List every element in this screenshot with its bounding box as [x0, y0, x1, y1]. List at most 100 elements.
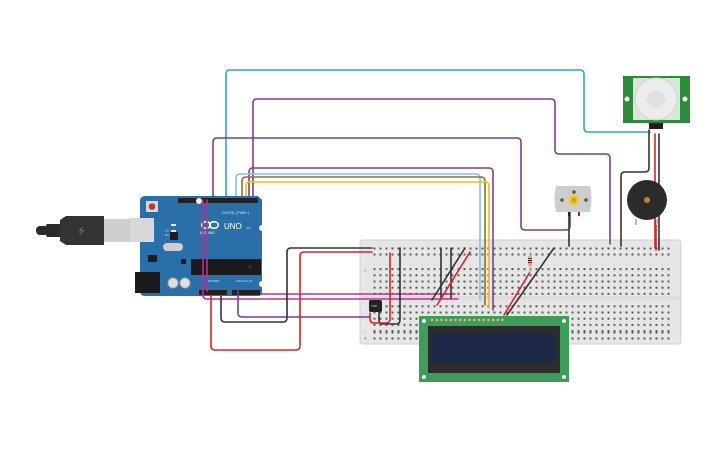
small-chip [181, 259, 186, 264]
tx-led [171, 230, 176, 232]
pir-mount-hole [624, 96, 630, 102]
piezo-buzzer[interactable] [627, 180, 667, 225]
resistor-band [528, 262, 532, 263]
resistor-band [528, 260, 532, 261]
power-header[interactable] [199, 290, 227, 295]
pir-mount-hole [682, 96, 688, 102]
wire-purple-lcd[interactable] [248, 167, 494, 311]
pir-sensor[interactable] [623, 76, 690, 129]
tmp-body [369, 300, 382, 312]
lcd-pin[interactable] [430, 318, 434, 322]
lcd-pin[interactable] [449, 318, 453, 322]
capacitor-2 [179, 277, 191, 289]
reset-button[interactable] [148, 203, 156, 210]
on-led-label: ON [246, 226, 251, 230]
motor-terminal-pos [578, 212, 580, 216]
buzzer-pin [656, 219, 658, 225]
breadboard-terminal-upper[interactable] [370, 264, 670, 295]
motor-screw [560, 198, 564, 202]
lcd-pin[interactable] [491, 318, 495, 322]
breadboard-rail-minus-label: - [364, 330, 366, 336]
analog-header-label: ANALOG IN [236, 279, 252, 283]
temperature-sensor[interactable]: TMP [369, 300, 382, 312]
mounting-hole [259, 281, 265, 287]
wire-purple-analog[interactable] [237, 289, 371, 318]
usb-cable-strain [36, 226, 48, 235]
power-header-label: POWER [208, 279, 220, 283]
lcd-pin[interactable] [435, 318, 439, 322]
wire-cyan-pir-signal[interactable] [225, 69, 651, 201]
usb-icon: ⭍ [78, 227, 85, 236]
usb-cable-neck [46, 224, 62, 237]
wire-red-diagonal-lcd[interactable] [503, 271, 531, 316]
mounting-hole [259, 225, 265, 231]
lcd-pin[interactable] [444, 318, 448, 322]
buzzer-center [644, 197, 650, 203]
wire-black-diagonal-lcd[interactable] [506, 247, 555, 316]
pir-pins [649, 123, 663, 129]
capacitor-1 [167, 277, 179, 289]
tx-label: TX [165, 229, 169, 233]
atmega-chip [191, 259, 261, 275]
l-led [171, 224, 176, 226]
resistor-band [528, 258, 532, 259]
wire-black-tmp[interactable] [378, 247, 401, 325]
lcd-pin[interactable] [496, 318, 500, 322]
lcd-pin[interactable] [486, 318, 490, 322]
lcd-pin-header[interactable] [430, 318, 505, 322]
lcd-pin[interactable] [439, 318, 443, 322]
resistor[interactable] [528, 252, 532, 274]
usb-cable[interactable]: ⭍ [36, 216, 140, 245]
breadboard-rail-plus-label: + [364, 336, 367, 342]
overlay-wires [202, 199, 239, 297]
rx-label: RX [165, 233, 169, 237]
uno-logo-text: UNO [224, 222, 242, 231]
crystal [163, 243, 183, 251]
wire-purple-buzzer[interactable] [252, 98, 611, 245]
lcd-mount-hole [562, 375, 566, 379]
breadboard-row-label: A [364, 269, 367, 273]
usb-plug-body [60, 216, 104, 245]
lcd-pin[interactable] [477, 318, 481, 322]
dc-motor[interactable] [554, 186, 592, 216]
wire-purple-motor[interactable] [212, 137, 571, 231]
wire-red-diagonal-1[interactable] [436, 251, 471, 306]
arduino-uno[interactable]: DIGITAL (PWM~) ARDUINO UNO ON TX RX POWE [130, 196, 265, 296]
arduino-usb-port-body [130, 218, 154, 242]
lcd-screen [432, 333, 556, 364]
breadboard-top-rail[interactable] [370, 244, 670, 256]
wire-black-gnd-arduino[interactable] [220, 247, 373, 323]
mounting-hole [196, 198, 202, 204]
wire-red-5v[interactable] [210, 251, 373, 351]
breadboard-center-channel [362, 296, 679, 300]
motor-screw [584, 198, 588, 202]
digital-header[interactable] [178, 198, 258, 203]
analog-header[interactable] [232, 290, 260, 295]
voltage-regulator [148, 255, 157, 262]
wire-brown-lcd[interactable] [241, 176, 486, 306]
lcd-pin[interactable] [453, 318, 458, 322]
lcd-mount-hole [422, 319, 426, 323]
wire-yellow-lcd[interactable] [245, 181, 490, 309]
wire-black-buzzer-gnd[interactable] [620, 129, 650, 247]
usb-plug-metal [104, 219, 130, 242]
lcd-pin[interactable] [482, 318, 486, 322]
lcd-pin[interactable] [468, 318, 472, 322]
lcd-16x2[interactable] [419, 316, 569, 382]
lcd-mount-hole [422, 375, 426, 379]
power-jack[interactable] [135, 272, 160, 293]
motor-shaft [572, 198, 576, 202]
lcd-pin[interactable] [472, 318, 476, 322]
wire-black-diagonal-1[interactable] [431, 247, 466, 301]
buzzer-pin [635, 219, 637, 225]
digital-header-label: DIGITAL (PWM~) [222, 211, 249, 215]
tmp-chip-text: TMP [371, 304, 377, 308]
wire-red-tmp[interactable] [369, 252, 391, 324]
lcd-pin[interactable] [458, 318, 462, 322]
motor-terminal-neg [568, 212, 570, 216]
motor-screw [572, 190, 576, 194]
lcd-pin[interactable] [500, 318, 505, 322]
pir-dome-center [647, 90, 665, 108]
lcd-pin[interactable] [463, 318, 467, 322]
